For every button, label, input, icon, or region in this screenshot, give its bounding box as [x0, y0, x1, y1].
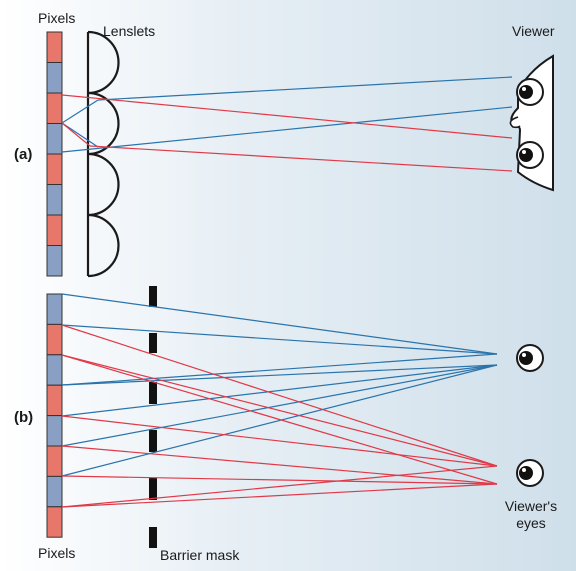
pixel-a-7	[46, 214, 63, 246]
barrier-segment-2	[149, 333, 157, 353]
ray-a-blue-1a	[61, 99, 99, 124]
pixel-b-8	[46, 506, 63, 538]
ray-b-red-4	[61, 445, 498, 485]
pixel-a-2	[46, 62, 63, 94]
viewers-eyes-label-line2: eyes	[516, 515, 546, 531]
ray-b-red-8	[61, 465, 498, 508]
ray-b-blue-3	[61, 353, 498, 386]
lenslet-array	[87, 30, 120, 278]
ray-b-red-1	[61, 324, 498, 467]
ray-b-red-3	[61, 415, 498, 467]
barrier-segment-1	[149, 286, 157, 307]
ray-b-red-2	[61, 354, 498, 467]
pixel-a-1	[46, 31, 63, 63]
ray-b-blue-1	[61, 293, 498, 355]
pixels-label-top: Pixels	[38, 10, 76, 26]
pixel-a-8	[46, 245, 63, 277]
ray-a-red-2a	[61, 122, 91, 147]
barrier-segment-5	[149, 478, 157, 500]
ray-a-red-2b	[89, 145, 513, 172]
ray-a-blue-2b	[61, 106, 513, 153]
pixel-b-1	[46, 293, 63, 325]
ray-a-red-1	[61, 94, 513, 139]
pixel-a-3	[46, 92, 63, 124]
viewers-eye-upper-icon-glint	[522, 353, 526, 357]
ray-b-blue-6	[61, 364, 498, 477]
barrier-segment-3	[149, 382, 157, 404]
ray-b-blue-4	[61, 364, 498, 417]
barrier-segment-6	[149, 527, 157, 548]
viewers-eye-lower-icon-glint	[522, 468, 526, 472]
viewers-eye-upper-icon-pupil	[519, 351, 533, 365]
viewer-eye-right-icon-pupil	[519, 148, 533, 162]
ray-b-blue-7	[61, 364, 498, 386]
ray-b-red-6	[61, 483, 498, 508]
barrier-segment-4	[149, 430, 157, 452]
viewer-label: Viewer	[512, 23, 555, 39]
ray-b-red-7	[61, 354, 498, 485]
pixel-b-3	[46, 354, 63, 386]
pixel-a-5	[46, 153, 63, 185]
panel-b-label: (b)	[14, 409, 34, 426]
pixel-b-6	[46, 445, 63, 477]
pixel-b-2	[46, 323, 63, 356]
viewer-eye-left-icon-glint	[522, 87, 526, 91]
pixel-a-4	[46, 123, 63, 155]
pixel-a-6	[46, 184, 63, 216]
ray-b-blue-2	[61, 324, 498, 355]
barrier-mask-label: Barrier mask	[160, 547, 240, 563]
pixel-b-7	[46, 475, 63, 508]
ray-b-red-5	[61, 475, 498, 485]
lenslets-label: Lenslets	[103, 23, 156, 39]
ray-a-blue-2a	[61, 122, 99, 148]
viewers-eyes-label-line1: Viewer's	[504, 498, 558, 514]
viewer-eye-left-icon-pupil	[519, 85, 533, 99]
ray-a-blue-1b	[97, 76, 513, 101]
pixel-b-5	[46, 415, 63, 447]
viewer-eye-right-icon-glint	[522, 150, 526, 154]
viewer-nose	[509, 116, 521, 129]
panel-a-label: (a)	[14, 146, 33, 163]
ray-b-blue-5	[61, 364, 498, 447]
viewers-eye-lower-icon-pupil	[519, 466, 533, 480]
pixel-b-4	[46, 384, 63, 417]
pixels-label-bottom: Pixels	[38, 545, 76, 561]
